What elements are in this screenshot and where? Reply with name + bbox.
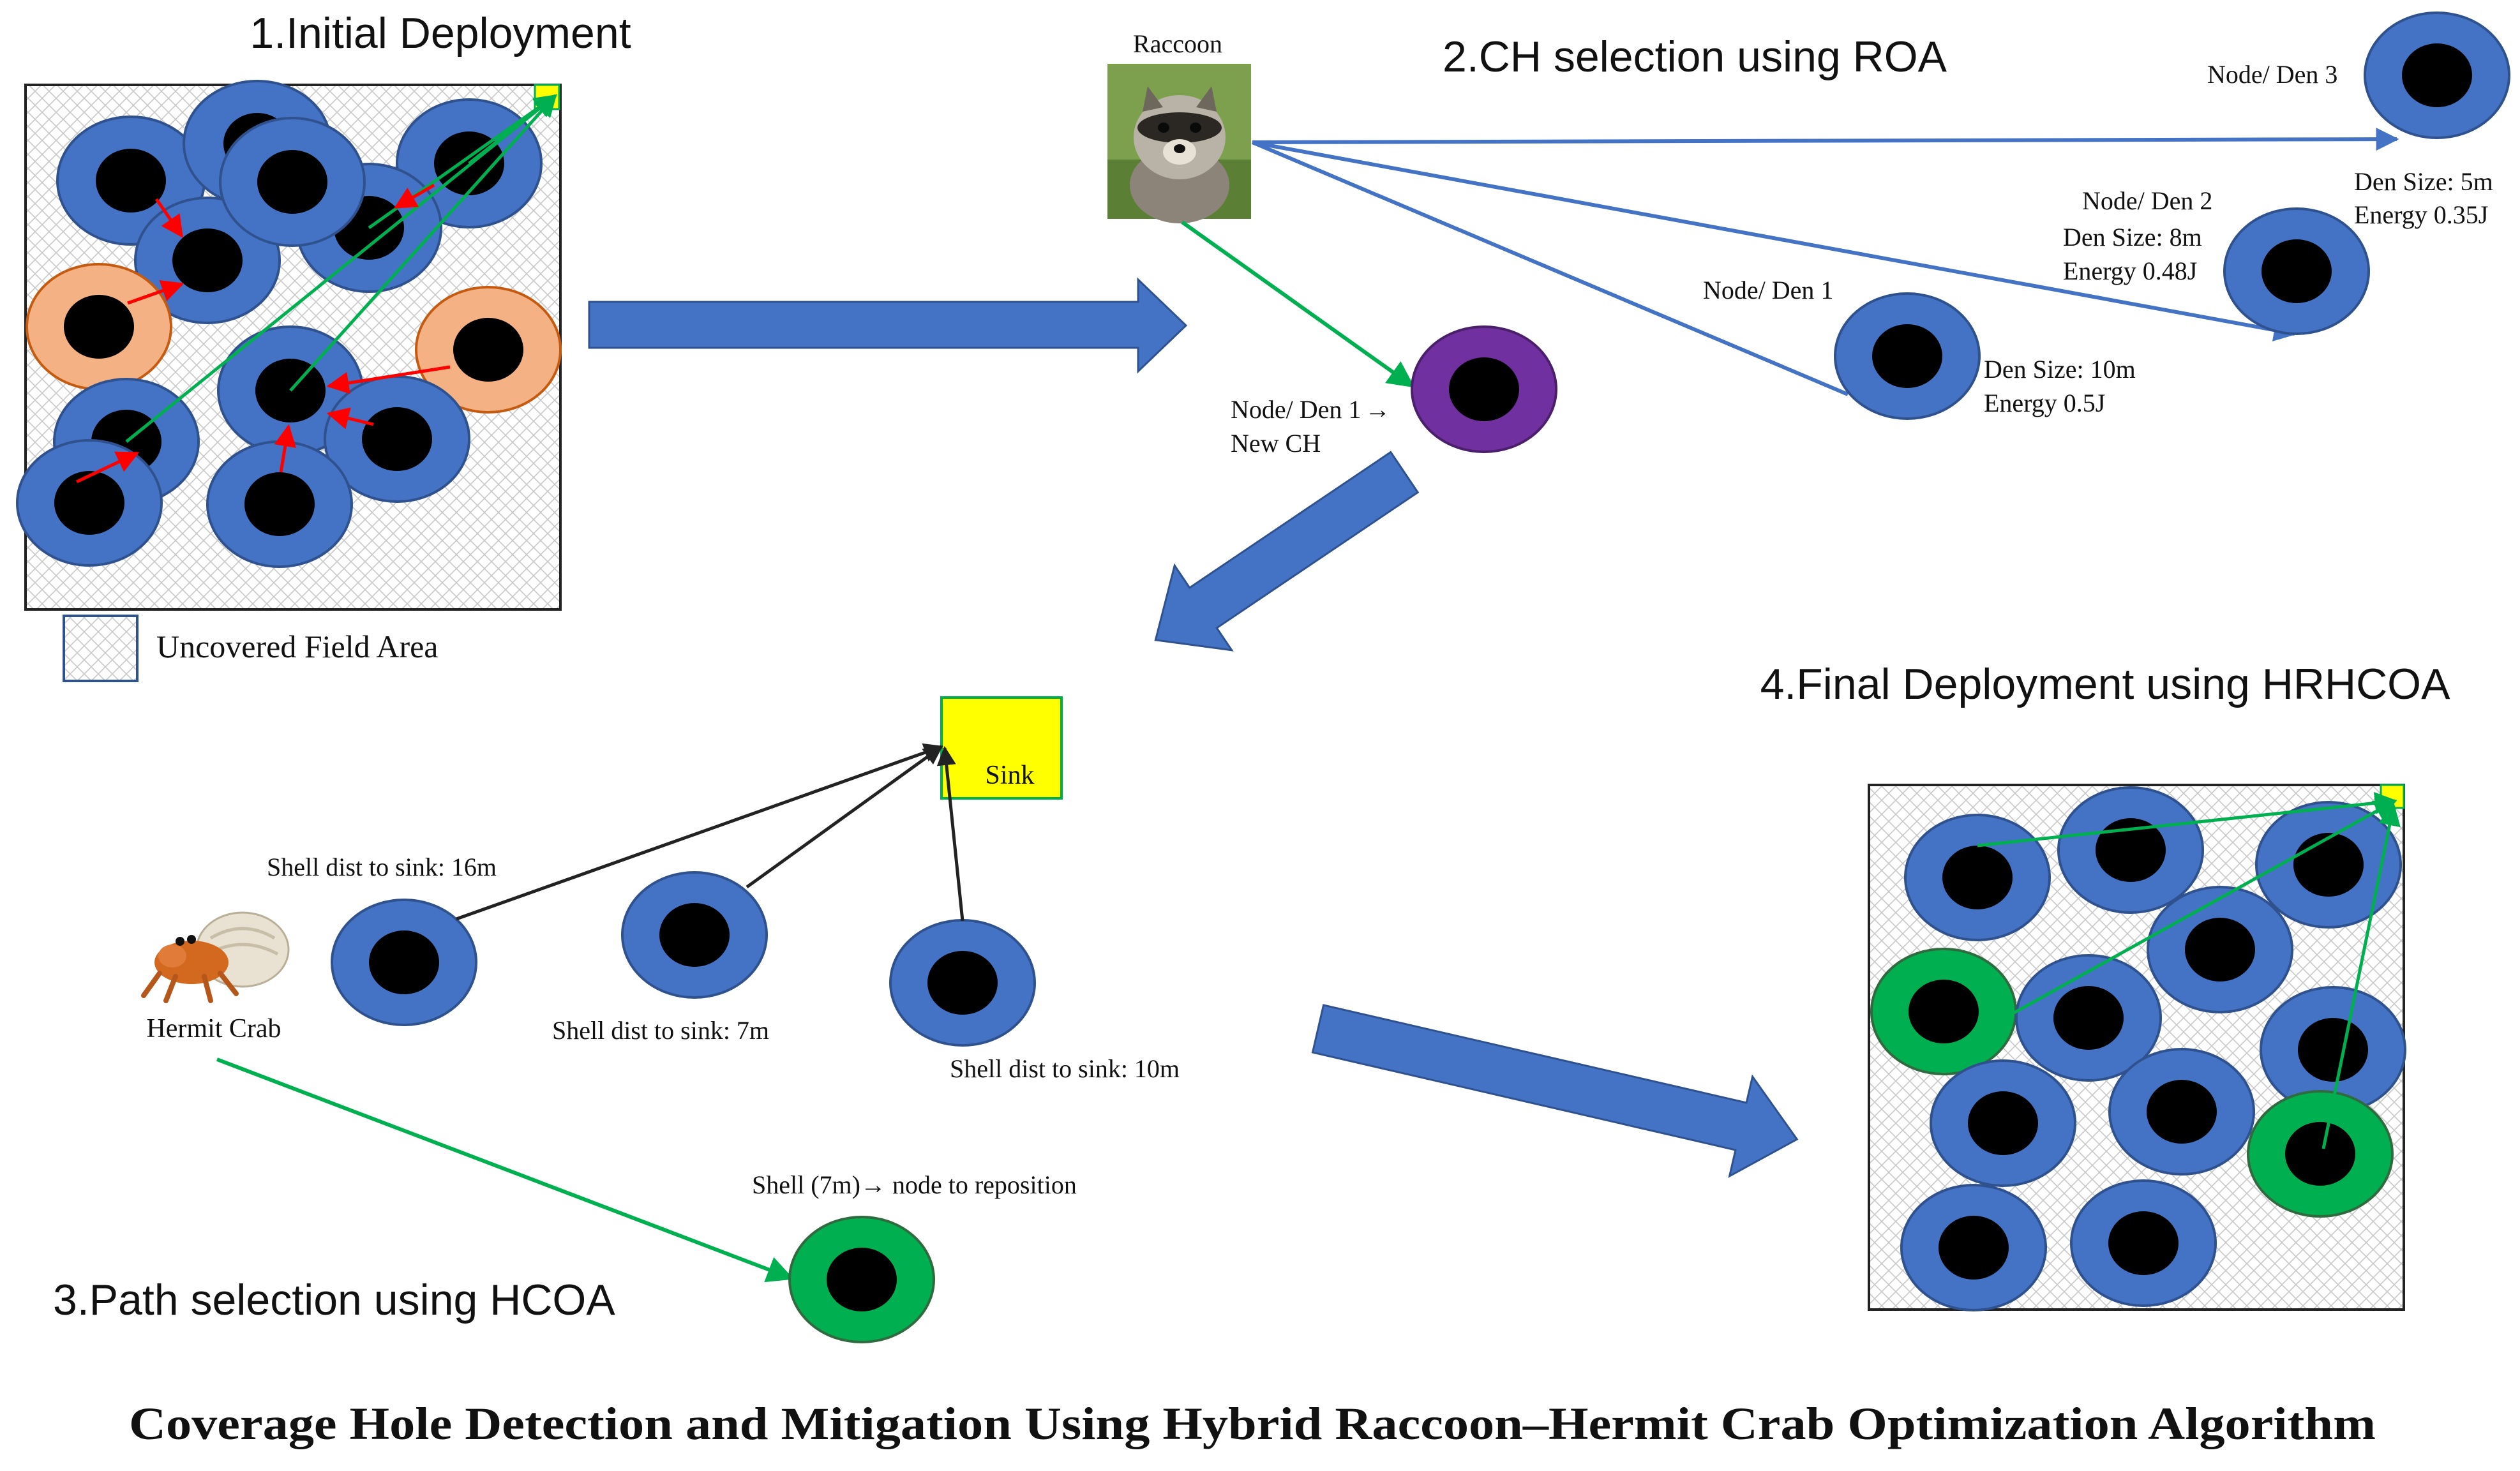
move-arrow xyxy=(326,365,451,394)
shell7-to-sink-arrow xyxy=(746,745,943,889)
sensor-node xyxy=(1904,814,2051,941)
den3-name: Node/ Den 3 xyxy=(2207,60,2337,89)
sensor-node xyxy=(324,375,470,503)
new-ch-label: Node/ Den 1→ New CH xyxy=(1231,395,1397,458)
sensor-node xyxy=(2108,1048,2255,1176)
raccoon-to-den3-arrow xyxy=(1252,128,2399,151)
raccoon-label: Raccoon xyxy=(1133,29,1222,58)
sensor-node xyxy=(2147,886,2293,1013)
repositioned-node xyxy=(2247,1090,2394,1218)
shell10-to-sink-arrow xyxy=(936,746,964,922)
raccoon-to-den-arrows xyxy=(1251,128,2399,396)
move-arrow xyxy=(127,280,184,305)
den3-energy: Energy 0.35J xyxy=(2354,200,2488,229)
raccoon-photo-icon xyxy=(1107,64,1251,223)
panel-ch-selection: 2.CH selection using ROA Raccoon N xyxy=(1107,11,2510,458)
den3-node xyxy=(2364,11,2510,139)
flow-arrow-2-to-3 xyxy=(1154,451,1420,652)
panel-initial-deployment: 1.Initial Deployment xyxy=(16,9,631,682)
panel-final-deployment: 4.Final Deployment using HRHCOA xyxy=(1760,660,2451,1311)
shell-node-10m xyxy=(889,919,1036,1047)
reposition-prefix: Shell (7m) xyxy=(752,1170,860,1199)
reposition-label: Shell (7m)→ node to reposition xyxy=(752,1170,1077,1199)
raccoon-to-den1-line xyxy=(1251,140,1849,396)
sensor-node xyxy=(1900,1184,2047,1311)
step3-title: 3.Path selection using HCOA xyxy=(53,1276,615,1324)
new-ch-arrow-glyph: → xyxy=(1365,395,1390,424)
sensor-node xyxy=(16,439,163,567)
den3-size: Den Size: 5m xyxy=(2354,167,2493,196)
sink-label: Sink xyxy=(985,761,1034,790)
sensor-node xyxy=(2057,786,2204,914)
den2-name: Node/ Den 2 xyxy=(2082,186,2212,215)
den2-size: Den Size: 8m xyxy=(2063,223,2202,251)
coverage-hole-node xyxy=(415,286,562,414)
figure-caption: Coverage Hole Detection and Mitigation U… xyxy=(129,1398,2376,1449)
node-movement-arrows xyxy=(75,183,451,484)
sensor-node xyxy=(2070,1179,2217,1307)
new-cluster-head-node xyxy=(1411,325,1557,453)
new-ch-label-line1: Node/ Den 1 xyxy=(1231,395,1361,424)
shell3-distance: Shell dist to sink: 10m xyxy=(950,1054,1180,1083)
route-arrow xyxy=(1977,791,2397,848)
shell-node-16m xyxy=(331,899,477,1026)
shell2-distance: Shell dist to sink: 7m xyxy=(552,1016,769,1045)
den1-energy: Energy 0.5J xyxy=(1984,389,2105,417)
den2-energy: Energy 0.48J xyxy=(2063,257,2197,285)
repositioned-node xyxy=(1870,948,2017,1075)
route-arrow xyxy=(2321,803,2401,1149)
sensor-node xyxy=(2015,954,2162,1082)
hermit-to-reposition-arrow xyxy=(216,1057,794,1283)
move-arrow xyxy=(393,183,435,209)
move-arrow xyxy=(75,451,140,484)
hermit-crab-icon xyxy=(141,911,290,1003)
final-nodes xyxy=(1870,786,2406,1311)
shell-to-sink-arrows xyxy=(456,743,964,922)
final-routes xyxy=(1977,791,2401,1149)
sink-box: Sink xyxy=(940,696,1063,800)
move-arrow xyxy=(326,407,374,429)
sensor-node xyxy=(206,440,353,568)
initial-routes xyxy=(125,94,557,443)
shell16-to-sink-arrow xyxy=(456,743,943,921)
new-ch-label-line2: New CH xyxy=(1231,429,1321,458)
reposition-suffix: node to reposition xyxy=(886,1170,1077,1199)
sensor-node xyxy=(1930,1059,2076,1187)
coverage-hole-node xyxy=(26,263,172,391)
final-sink-square xyxy=(2380,784,2405,809)
step1-title: 1.Initial Deployment xyxy=(250,9,631,57)
sensor-node xyxy=(219,117,366,247)
move-arrow xyxy=(154,198,184,238)
flow-arrow-3-to-4 xyxy=(1311,1004,1799,1178)
raccoon-to-den2-arrow xyxy=(1252,140,2297,341)
shell-node-7m xyxy=(621,871,768,999)
reposition-arrow-glyph: → xyxy=(860,1170,886,1199)
raccoon-to-new-ch-arrow xyxy=(1181,220,1415,388)
step2-title: 2.CH selection using ROA xyxy=(1443,33,1947,81)
reposition-node xyxy=(788,1216,935,1343)
sensor-node xyxy=(2255,801,2402,929)
panel-path-selection: 3.Path selection using HCOA Sink Hermit … xyxy=(53,696,1180,1343)
step4-title: 4.Final Deployment using HRHCOA xyxy=(1760,660,2451,708)
den1-size: Den Size: 10m xyxy=(1984,355,2136,384)
legend-label: Uncovered Field Area xyxy=(156,629,439,664)
den1-name: Node/ Den 1 xyxy=(1703,276,1833,304)
route-arrow xyxy=(2009,799,2397,1017)
route-arrow xyxy=(125,94,557,443)
shell1-distance: Shell dist to sink: 16m xyxy=(267,853,497,881)
den1-node xyxy=(1834,292,1981,420)
flow-arrow-1-to-2 xyxy=(588,277,1188,374)
den2-node xyxy=(2223,207,2370,335)
hermit-crab-label: Hermit Crab xyxy=(146,1014,281,1043)
route-arrow xyxy=(289,94,557,392)
move-arrow xyxy=(274,424,297,473)
legend-swatch xyxy=(63,615,139,682)
